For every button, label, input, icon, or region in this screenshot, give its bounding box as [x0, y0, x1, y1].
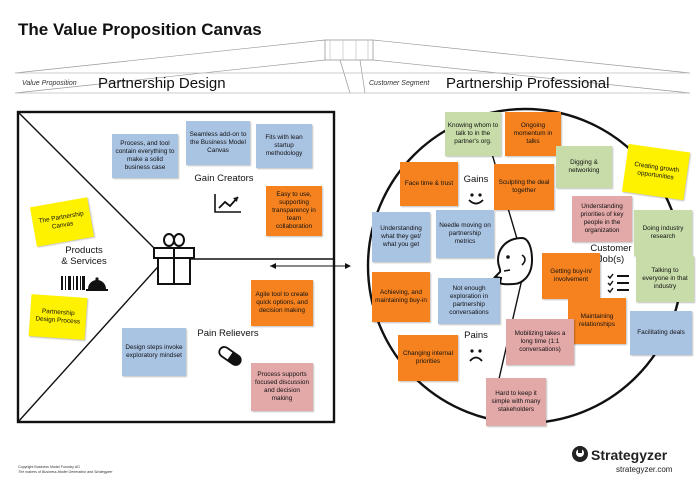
copyright-line-2: The makers of Business Model Generation …: [18, 469, 113, 474]
sticky-note: Not enough exploration in partnership co…: [438, 278, 500, 324]
sticky-note: Ongoing momentum in talks: [505, 112, 561, 156]
pains-label: Pains: [464, 330, 488, 341]
checklist-icon: [607, 273, 629, 294]
pain-relievers-label: Pain Relievers: [197, 328, 259, 339]
sticky-note: Process, and tool contain everything to …: [112, 134, 178, 178]
sticky-note: Doing industry research: [634, 210, 692, 256]
sticky-note: Fits with lean startup methodology: [256, 124, 312, 168]
sticky-note: Agile tool to create quick options, and …: [251, 280, 313, 326]
strategyzer-logo-icon[interactable]: [570, 444, 590, 464]
pill-icon: [218, 346, 242, 366]
barcode-icon: [61, 276, 85, 290]
page-title: The Value Proposition Canvas: [18, 20, 262, 39]
sticky-note: Understanding priorities of key people i…: [572, 196, 632, 242]
smile-icon: [468, 193, 484, 205]
sticky-note: Achieving, and maintaining buy-in: [372, 272, 430, 322]
customer-jobs-label: Customer Job(s): [590, 243, 632, 265]
sticky-note: Digging & networking: [556, 146, 612, 188]
sticky-note: Needle moving on partnership metrics: [436, 210, 494, 258]
sticky-note: Maintaining relationships: [568, 298, 626, 344]
sticky-note: Hard to keep it simple with many stakeho…: [486, 378, 546, 426]
customer-segment-name: Partnership Professional: [446, 75, 610, 92]
sticky-note: Understanding what they get/ what you ge…: [372, 212, 430, 262]
cloche-icon: [86, 277, 108, 291]
sticky-note: Talking to everyone in that industry: [636, 256, 694, 302]
sticky-note: Sculpting the deal together: [494, 164, 554, 210]
sticky-note: Creating growth opportunities: [621, 143, 691, 201]
sticky-note: Mobilizing takes a long time (1:1 conver…: [506, 319, 574, 365]
brand-name[interactable]: Strategyzer: [591, 447, 668, 463]
sticky-note: Easy to use, supporting transparency in …: [266, 186, 322, 236]
frown-icon: [469, 349, 483, 362]
value-proposition-name: Partnership Design: [98, 75, 226, 92]
sticky-note: Facilitating deals: [630, 311, 692, 355]
sticky-note: Seamless add-on to the Business Model Ca…: [186, 121, 250, 165]
sticky-note: Knowing whom to talk to in the partner's…: [445, 112, 501, 156]
sticky-note: Face time & trust: [400, 162, 458, 206]
customer-segment-label: Customer Segment: [369, 80, 430, 87]
gift-icon: [153, 233, 195, 285]
copyright-text: Copyright Business Model Foundry AG The …: [18, 465, 112, 474]
products-services-label: Products & Services: [61, 245, 107, 268]
face-icon: [492, 236, 534, 286]
sticky-note: Process supports focused discussion and …: [251, 363, 313, 411]
sticky-note: Changing internal priorities: [398, 335, 458, 381]
chart-up-icon: [214, 194, 241, 213]
brand-url[interactable]: strategyzer.com: [616, 465, 673, 474]
sticky-note: Design steps invoke exploratory mindset: [122, 328, 186, 376]
sticky-note: Partnership Design Process: [28, 294, 88, 340]
gains-label: Gains: [463, 174, 489, 185]
gain-creators-label: Gain Creators: [194, 173, 254, 184]
copyright-line-1: Copyright Business Model Foundry AG: [18, 465, 80, 469]
value-proposition-label: Value Proposition: [22, 80, 77, 87]
sticky-note: Getting buy-in/ involvement: [542, 253, 600, 299]
